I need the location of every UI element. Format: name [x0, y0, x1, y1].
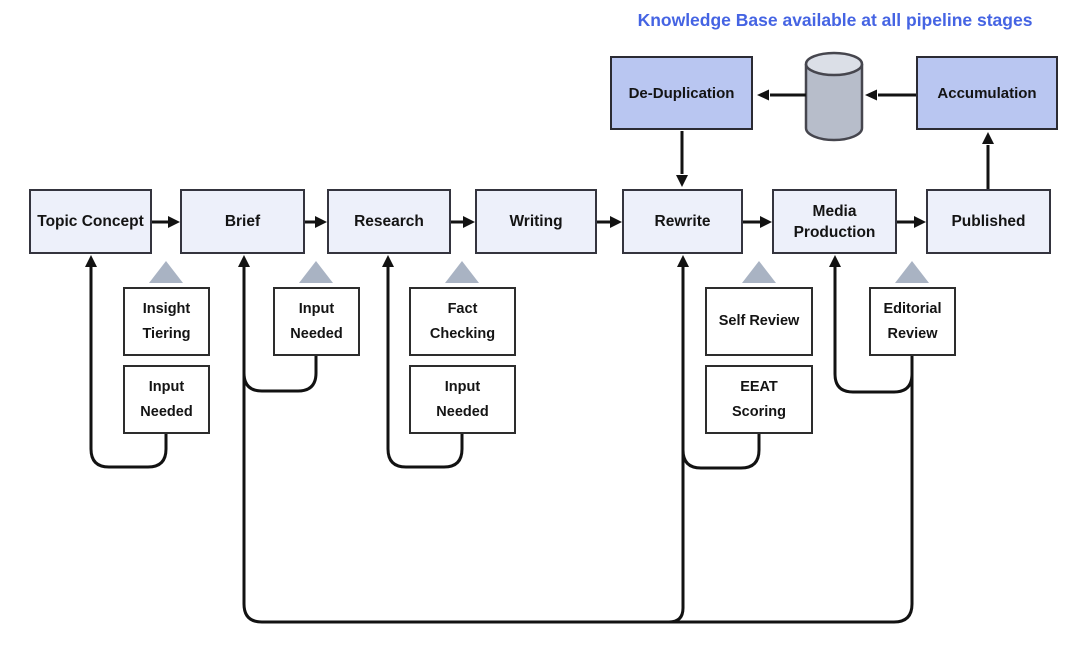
arrowhead-published-to-accumulation	[982, 132, 994, 144]
loop-eeat-scoring-elbow	[681, 434, 761, 470]
arrowhead-research-to-writing	[463, 216, 475, 228]
subnode-fact-checking: Fact Checking	[409, 287, 516, 356]
subnode-self-review: Self Review	[705, 287, 813, 356]
subnode-input-needed-research: Input Needed	[409, 365, 516, 434]
triangle-up-brief-icon	[299, 261, 333, 283]
arrowhead-media-to-published	[914, 216, 926, 228]
arrowhead-loop-rewrite	[677, 255, 689, 267]
triangle-up-research-icon	[445, 261, 479, 283]
triangle-up-rewrite-icon	[742, 261, 776, 283]
arrowhead-brief-to-research	[315, 216, 327, 228]
subnode-insight-tiering: Insight Tiering	[123, 287, 210, 356]
triangle-up-topic-icon	[149, 261, 183, 283]
arrowhead-rewrite-to-media	[760, 216, 772, 228]
node-media-production: Media Production	[772, 189, 897, 254]
node-accumulation: Accumulation	[916, 56, 1058, 130]
loop-editorial-review-to-brief	[242, 267, 914, 624]
node-published: Published	[926, 189, 1051, 254]
subnode-input-needed-brief: Input Needed	[273, 287, 360, 356]
node-writing: Writing	[475, 189, 597, 254]
database-cylinder-icon	[804, 51, 864, 142]
loop-rewrite-vertical	[668, 267, 685, 624]
arrowhead-loop-media	[829, 255, 841, 267]
loop-editorial-review-to-media	[833, 267, 914, 394]
diagram-title: Knowledge Base available at all pipeline…	[637, 10, 1033, 30]
arrowhead-loop-research	[382, 255, 394, 267]
arrowhead-topic-to-brief	[168, 216, 180, 228]
arrowhead-cylinder-to-dedup	[757, 89, 769, 101]
subnode-editorial-review: Editorial Review	[869, 287, 956, 356]
loop-input-needed-to-research	[386, 267, 464, 469]
arrowhead-writing-to-rewrite	[610, 216, 622, 228]
database-cylinder-body	[804, 64, 864, 142]
arrowhead-loop-brief	[238, 255, 250, 267]
node-brief: Brief	[180, 189, 305, 254]
node-topic-concept: Topic Concept	[29, 189, 152, 254]
arrowhead-accumulation-to-cylinder	[865, 89, 877, 101]
database-cylinder-top	[804, 51, 864, 77]
subnode-input-needed-topic: Input Needed	[123, 365, 210, 434]
arrowhead-dedup-to-rewrite	[676, 175, 688, 187]
triangle-up-media-icon	[895, 261, 929, 283]
node-rewrite: Rewrite	[622, 189, 743, 254]
loop-input-needed-to-topic	[89, 267, 168, 469]
node-de-duplication: De-Duplication	[610, 56, 753, 130]
arrowhead-loop-topic	[85, 255, 97, 267]
loop-input-needed-to-brief-elbow	[242, 356, 318, 393]
node-research: Research	[327, 189, 451, 254]
subnode-eeat-scoring: EEAT Scoring	[705, 365, 813, 434]
